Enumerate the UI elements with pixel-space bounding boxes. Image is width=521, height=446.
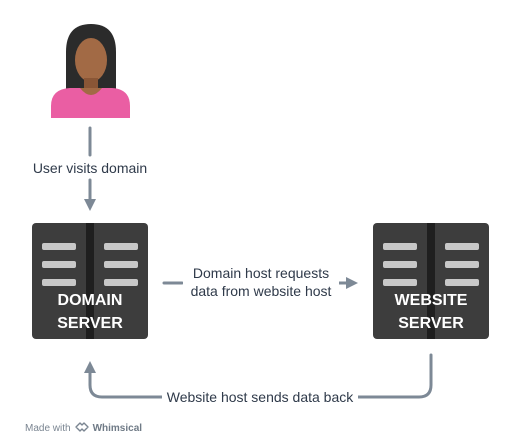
server-slot: [104, 279, 138, 286]
server-slot: [445, 261, 479, 268]
server-title-line: WEBSITE: [394, 292, 468, 309]
website-server-node: WEBSITE SERVER: [373, 223, 489, 339]
edge-website-to-domain: [84, 353, 433, 399]
edge-line: [356, 353, 433, 399]
server-title-line: SERVER: [398, 315, 464, 332]
domain-server-node: DOMAIN SERVER: [32, 223, 148, 339]
person-face: [75, 38, 107, 82]
server-divider: [86, 223, 94, 339]
person-icon: [51, 24, 130, 118]
whimsical-brand: Whimsical: [92, 423, 143, 434]
edge-label-user-visits-domain: User visits domain: [28, 159, 152, 177]
edge-label-line: data from website host: [190, 283, 332, 299]
server-slot: [42, 279, 76, 286]
person-collar: [80, 88, 102, 95]
edge-label-line: Domain host requests: [192, 265, 330, 281]
server-slot: [445, 243, 479, 250]
edge-line: [84, 361, 164, 399]
server-slot: [383, 261, 417, 268]
person-shirt: [51, 88, 130, 118]
server-divider: [427, 223, 435, 339]
server-slot: [383, 279, 417, 286]
whimsical-logo-icon: [74, 422, 89, 435]
edge-label-domain-requests: Domain host requests data from website h…: [183, 264, 339, 300]
server-slot: [104, 243, 138, 250]
server-slot: [104, 261, 138, 268]
server-slot: [42, 243, 76, 250]
server-slot: [383, 243, 417, 250]
edge-label-website-sends-back: Website host sends data back: [162, 388, 358, 406]
made-with-footer[interactable]: Made with Whimsical: [25, 422, 142, 435]
domain-server-title: DOMAIN SERVER: [32, 289, 148, 335]
made-with-text: Made with: [25, 423, 71, 434]
server-title-line: DOMAIN: [57, 292, 123, 309]
server-slot: [445, 279, 479, 286]
website-server-title: WEBSITE SERVER: [373, 289, 489, 335]
server-title-line: SERVER: [57, 315, 123, 332]
server-slot: [42, 261, 76, 268]
